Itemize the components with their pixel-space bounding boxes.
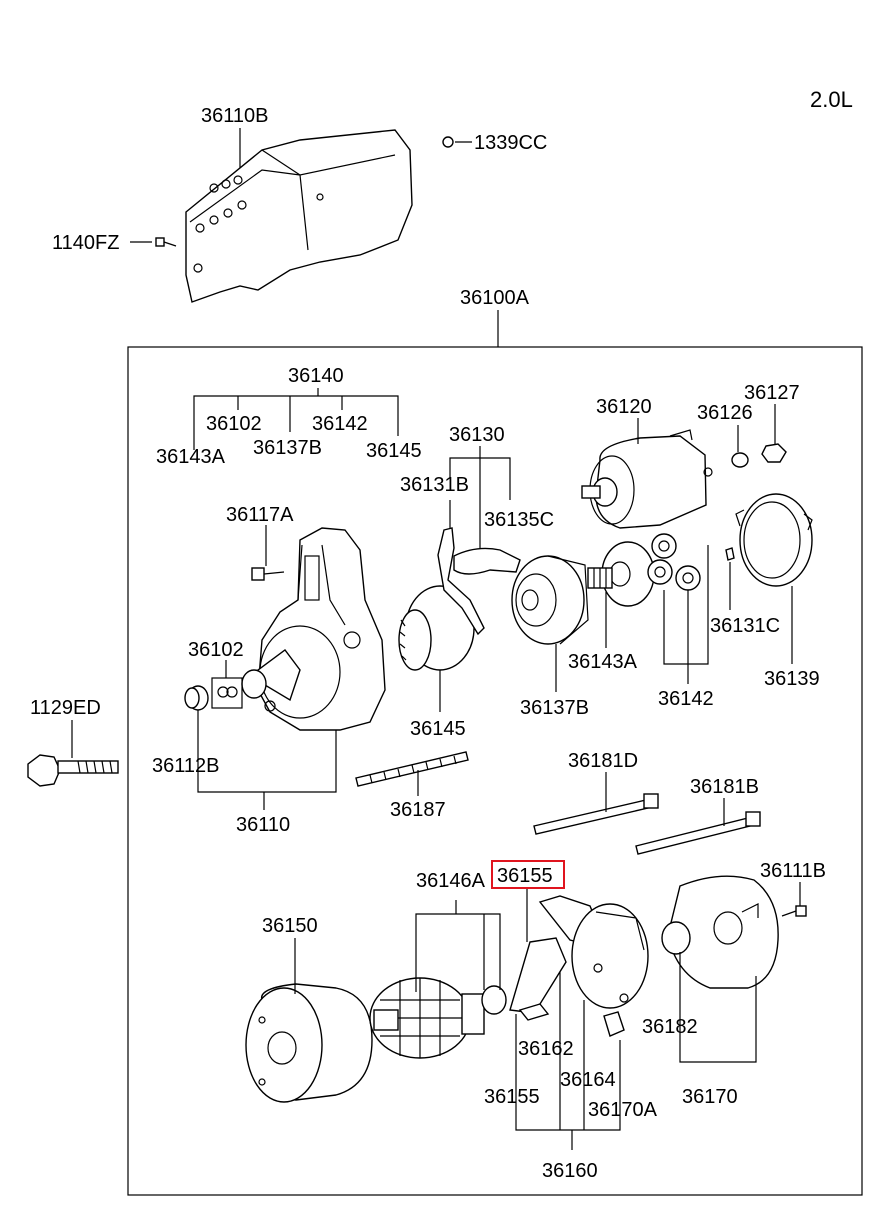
through-bolt-36181B-part [635, 811, 761, 855]
label-36181D[interactable]: 36181D [568, 750, 638, 772]
label-36155-lower[interactable]: 36155 [484, 1086, 540, 1108]
label-36146A[interactable]: 36146A [416, 870, 486, 892]
nut-1339CC-part [442, 136, 454, 148]
armature-36146A-part [369, 977, 507, 1059]
nut-36127-part [761, 443, 787, 463]
brush-holder-part [509, 895, 649, 1037]
label-36100A[interactable]: 36100A [460, 287, 530, 309]
label-36155-highlighted[interactable]: 36155 [497, 865, 553, 887]
label-36137B-top[interactable]: 36137B [253, 437, 322, 459]
label-36143A-mid[interactable]: 36143A [568, 651, 638, 673]
label-36181B[interactable]: 36181B [690, 776, 759, 798]
screw-36111B-part [781, 905, 807, 917]
bolt-36117A-part [251, 567, 285, 581]
label-36120[interactable]: 36120 [596, 396, 652, 418]
label-36182[interactable]: 36182 [642, 1016, 698, 1038]
plate-36131C-part [725, 547, 735, 561]
planet-gears-36142-part [647, 533, 701, 591]
drive-housing-part [241, 527, 386, 731]
label-36140[interactable]: 36140 [288, 365, 344, 387]
label-36137B-mid[interactable]: 36137B [520, 697, 589, 719]
assembly-frame [127, 346, 863, 1196]
label-36102-left[interactable]: 36102 [188, 639, 244, 661]
label-36162[interactable]: 36162 [518, 1038, 574, 1060]
engine-label: 2.0L [810, 87, 853, 112]
label-1140FZ[interactable]: 1140FZ [52, 232, 119, 254]
label-1129ED[interactable]: 1129ED [30, 697, 101, 719]
label-36102-top[interactable]: 36102 [206, 413, 262, 435]
label-36170[interactable]: 36170 [682, 1086, 738, 1108]
stud-36187-part [355, 751, 469, 787]
bolt-1129ED-part [27, 754, 119, 787]
label-36131B[interactable]: 36131B [400, 474, 469, 496]
label-36170A[interactable]: 36170A [588, 1099, 658, 1121]
label-36187[interactable]: 36187 [390, 799, 446, 821]
label-36111B[interactable]: 36111B [760, 860, 826, 882]
label-36131C[interactable]: 36131C [710, 615, 780, 637]
bushing-36112B-part [184, 685, 209, 711]
gear-housing-36137B-part [511, 555, 589, 645]
label-36110[interactable]: 36110 [236, 814, 290, 836]
label-36126[interactable]: 36126 [697, 402, 753, 424]
label-36150[interactable]: 36150 [262, 915, 318, 937]
label-36160[interactable]: 36160 [542, 1160, 598, 1182]
highlight-box [491, 860, 565, 889]
washer-36126-part [731, 452, 749, 468]
shaft-36143A-part [587, 541, 655, 607]
label-36142-mid[interactable]: 36142 [658, 688, 714, 710]
label-36145-mid[interactable]: 36145 [410, 718, 466, 740]
lever-36131B-part [437, 527, 485, 636]
label-36139[interactable]: 36139 [764, 668, 820, 690]
label-36164[interactable]: 36164 [560, 1069, 616, 1091]
label-36135C[interactable]: 36135C [484, 509, 554, 531]
bolt-1140FZ-part [155, 237, 177, 247]
yoke-36150-part [245, 983, 373, 1103]
label-36117A[interactable]: 36117A [226, 504, 294, 526]
label-36112B[interactable]: 36112B [152, 755, 219, 777]
through-bolt-36181D-part [533, 793, 659, 835]
solenoid-part [581, 429, 713, 529]
bushing-36102-part [211, 677, 243, 709]
label-1339CC[interactable]: 1339CC [474, 132, 547, 154]
label-36145-top[interactable]: 36145 [366, 440, 422, 462]
ring-36139-part [735, 493, 813, 587]
label-36110B[interactable]: 36110B [201, 105, 268, 127]
spring-36135C-part [453, 547, 521, 575]
end-cover-36170-part [661, 875, 779, 989]
label-36130[interactable]: 36130 [449, 424, 505, 446]
label-36143A-top[interactable]: 36143A [156, 446, 226, 468]
label-36127[interactable]: 36127 [744, 382, 800, 404]
heat-shield-part [185, 129, 413, 303]
label-36142-top[interactable]: 36142 [312, 413, 368, 435]
